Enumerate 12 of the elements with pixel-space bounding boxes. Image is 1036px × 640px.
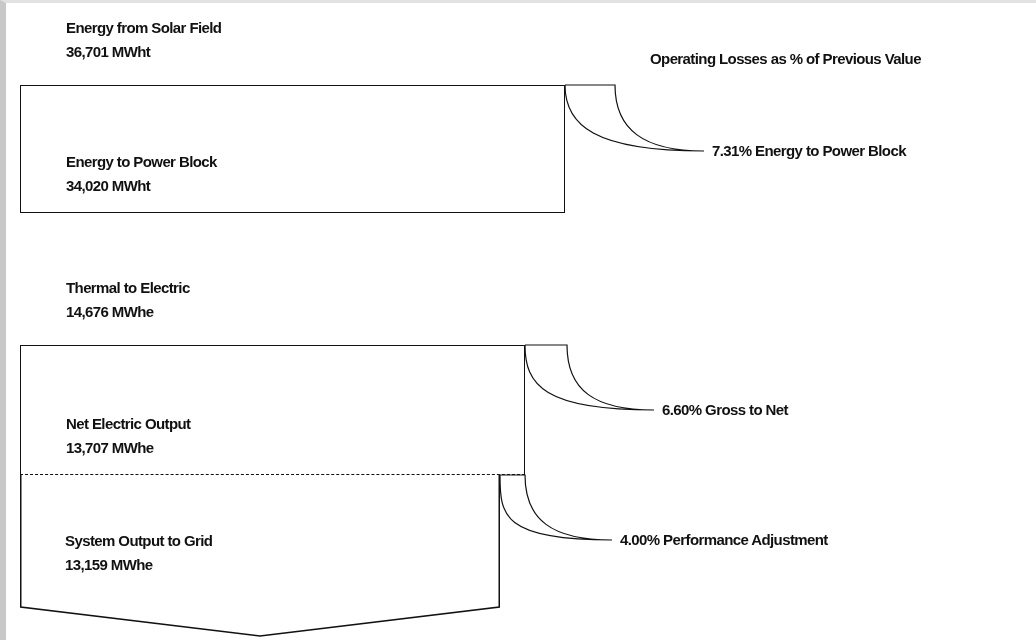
- flow-value-text: Thermal to Electric 14,676 MWhe: [66, 278, 191, 322]
- loss-label: 6.60% Gross to Net: [662, 399, 788, 421]
- flow-value-text: Energy to Power Block 34,020 MWht: [66, 152, 218, 196]
- loss-label: 7.31% Energy to Power Block: [712, 140, 906, 162]
- note-text: Operating Losses as % of Previous Value: [650, 49, 921, 69]
- loss-flow-band: [564, 84, 705, 152]
- loss-flow-band: [524, 344, 655, 411]
- flow-value-text: System Output to Grid 13,159 MWhe: [65, 531, 214, 575]
- flow-value-text: Energy from Solar Field 36,701 MWht: [66, 18, 223, 62]
- flow-value-text: Net Electric Output 13,707 MWhe: [66, 414, 192, 458]
- loss-flow-band: [499, 474, 613, 541]
- loss-label: 4.00% Performance Adjustment: [620, 529, 828, 551]
